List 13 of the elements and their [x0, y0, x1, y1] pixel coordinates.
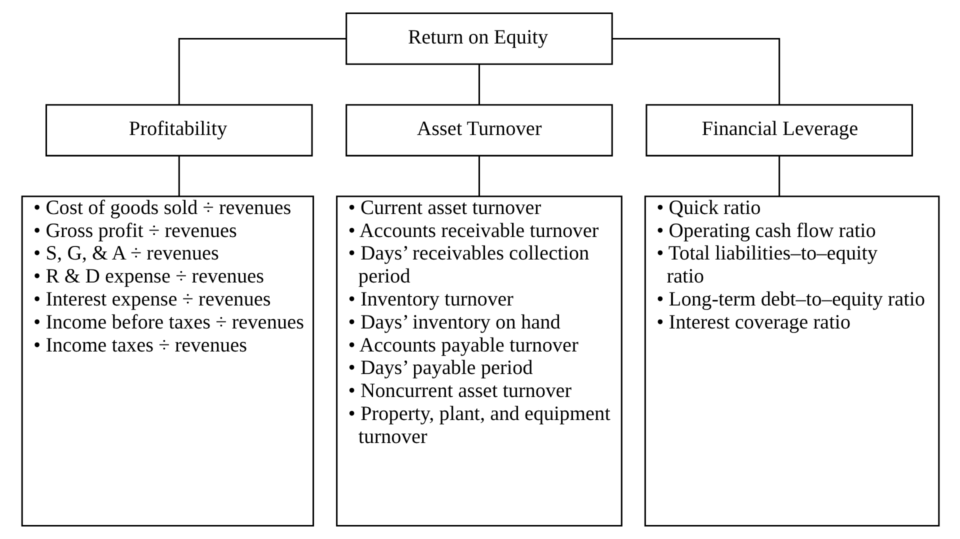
- node-box: Profitability: [44, 104, 312, 156]
- connector: [478, 64, 480, 105]
- node-box: Financial Leverage: [645, 104, 912, 156]
- connector: [478, 156, 480, 196]
- connector: [178, 156, 180, 196]
- node-box: • Current asset turnover • Accounts receivable turnover • Days’ receivables collection period • Inventory turnover • Days’ inventory on hand • Accounts payable turnover • Days’ payable period • Noncurrent asset turnover • Property, plant, and equipment turnover: [336, 196, 622, 526]
- connector: [778, 156, 780, 196]
- connector: [178, 38, 346, 105]
- node-box: Asset Turnover: [345, 104, 612, 156]
- connector: [612, 38, 780, 105]
- node-box: • Quick ratio • Operating cash flow ratio • Total liabilities–to–equity ratio • Long-term debt–to–equity ratio • Interest coverage ratio: [644, 196, 940, 526]
- node-box: Return on Equity: [345, 12, 612, 65]
- node-box: • Cost of goods sold ÷ revenues • Gross profit ÷ revenues • S, G, & A ÷ revenues • R & D expense ÷ revenues • Interest expense ÷ revenues • Income before taxes ÷ revenues • Income taxes ÷ revenues: [20, 196, 314, 526]
